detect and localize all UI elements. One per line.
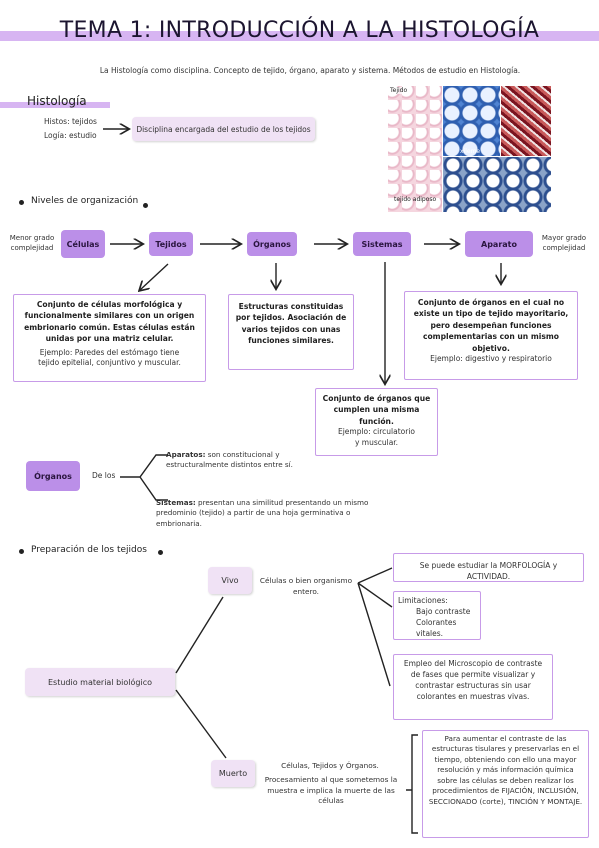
muerto-procesos-box: Para aumentar el contraste de las estruc… [422, 730, 589, 838]
sistemas-example: Ejemplo: circulatorio y muscular. [337, 427, 416, 448]
niveles-bullet-left [19, 200, 24, 205]
etymology-logia: Logía: estudio [44, 131, 97, 140]
vivo-limitaciones-title: Limitaciones: [398, 596, 448, 605]
histologia-definition: Disciplina encargada del estudio de los … [132, 117, 315, 141]
level-organos: Órganos [247, 232, 297, 256]
muerto-bracket [406, 734, 418, 834]
muerto-pill: Muerto [211, 760, 255, 787]
left-note: Menor grado complejidad [9, 234, 55, 253]
tree-to-muerto [175, 689, 227, 759]
aparato-definition-box: Conjunto de órganos en el cual no existe… [404, 291, 578, 380]
level-aparato: Aparato [465, 231, 533, 257]
sistemas-note: Sistemas: presentan una similitud presen… [156, 498, 396, 529]
preparacion-bullet-left [19, 549, 24, 554]
etymology-histos: Histos: tejidos [44, 117, 97, 126]
aparato-definition: Conjunto de órganos en el cual no existe… [413, 298, 569, 353]
niveles-heading: Niveles de organización [31, 196, 139, 206]
vivo-branches [357, 567, 393, 687]
photo-label-mid: xileme [460, 148, 481, 155]
organos-pill: Órganos [26, 461, 80, 491]
photo-xylem [443, 86, 500, 156]
histologia-highlight [0, 102, 110, 108]
arrow-tejidos-down [140, 263, 169, 290]
right-note: Mayor grado complejidad [541, 234, 587, 253]
organos-brace [120, 454, 168, 501]
vivo-pill: Vivo [208, 567, 252, 594]
aparatos-note: Aparatos: son constitucional y estructur… [166, 450, 324, 471]
photo-tissue-red [501, 86, 551, 156]
vivo-morfologia-text: Se puede estudiar la MORFOLOGÍA y ACTIVI… [419, 561, 558, 581]
level-celulas: Células [61, 230, 105, 258]
muerto-text-1: Células, Tejidos y Órganos. [281, 761, 379, 770]
celulas-example: Ejemplo: Paredes del estómago tiene teji… [38, 347, 181, 368]
vivo-limitaciones-box: Limitaciones: Bajo contraste Colorantes … [393, 591, 481, 640]
level-tejidos: Tejidos [149, 232, 193, 256]
page-title: TEMA 1: INTRODUCCIÓN A LA HISTOLOGÍA [59, 18, 540, 43]
vivo-limitaciones-1: Bajo contraste [416, 606, 471, 616]
vivo-limitaciones-2: Colorantes vitales. [416, 617, 457, 638]
de-los-label: De los [92, 471, 116, 480]
photo-adipose [388, 86, 442, 212]
photo-cartilage [443, 157, 551, 212]
title-highlight [0, 31, 599, 41]
vivo-morfologia-box: Se puede estudiar la MORFOLOGÍA y ACTIVI… [393, 553, 584, 582]
organos-definition-box: Estructuras constituidas por tejidos. As… [228, 294, 354, 370]
histologia-title: Histología [27, 94, 87, 108]
organos-definition: Estructuras constituidas por tejidos. As… [235, 302, 347, 346]
photo-label-bottom: tejido adiposo [394, 196, 437, 203]
vivo-microscopio-text: Empleo del Microscopio de contraste de f… [403, 659, 543, 701]
vivo-microscopio-box: Empleo del Microscopio de contraste de f… [393, 654, 553, 720]
sistemas-definition: Conjunto de órganos que cumplen una mism… [322, 394, 431, 426]
page-subtitle: La Histología como disciplina. Concepto … [99, 66, 521, 75]
vivo-text: Células o bien organismo entero. [259, 576, 353, 596]
sistemas-text: presentan una similitud presentando un m… [156, 498, 369, 528]
sistemas-definition-box: Conjunto de órganos que cumplen una mism… [315, 388, 438, 456]
muerto-procesos-text: Para aumentar el contraste de las estruc… [428, 734, 583, 806]
sistemas-title: Sistemas: [156, 498, 196, 507]
aparato-example: Ejemplo: digestivo y respiratorio [430, 353, 552, 363]
aparatos-title: Aparatos: [166, 450, 206, 459]
estudio-material-pill: Estudio material biológico [25, 668, 175, 696]
level-sistemas: Sistemas [353, 232, 411, 256]
preparacion-bullet-right [158, 550, 163, 555]
celulas-definition: Conjunto de células morfológica y funcio… [24, 300, 195, 344]
photo-label-top: Tejido [390, 87, 408, 94]
celulas-definition-box: Conjunto de células morfológica y funcio… [13, 294, 206, 382]
aparatos-text: son constitucional y estructuralmente di… [166, 450, 293, 470]
histology-photo-collage: Tejido xileme tejido adiposo [388, 86, 551, 212]
preparacion-heading: Preparación de los tejidos [31, 545, 147, 555]
muerto-text-2: Procesamiento al que sometemos la muestr… [264, 775, 398, 806]
niveles-bullet-right [143, 203, 148, 208]
tree-to-vivo [175, 596, 224, 674]
